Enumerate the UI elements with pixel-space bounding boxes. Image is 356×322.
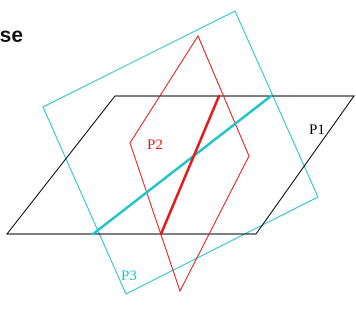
plane-p1 — [5, 95, 355, 235]
diagram-title: ase — [0, 24, 23, 47]
plane-p2 — [129, 34, 250, 293]
intersection-line-p1-p3 — [91, 94, 273, 236]
plane-label-p3: P3 — [121, 268, 137, 284]
plane-label-p1: P1 — [309, 122, 325, 138]
plane-p3 — [42, 10, 319, 295]
intersection-line-p1-p2 — [159, 94, 221, 236]
plane-label-p2: P2 — [147, 137, 163, 153]
